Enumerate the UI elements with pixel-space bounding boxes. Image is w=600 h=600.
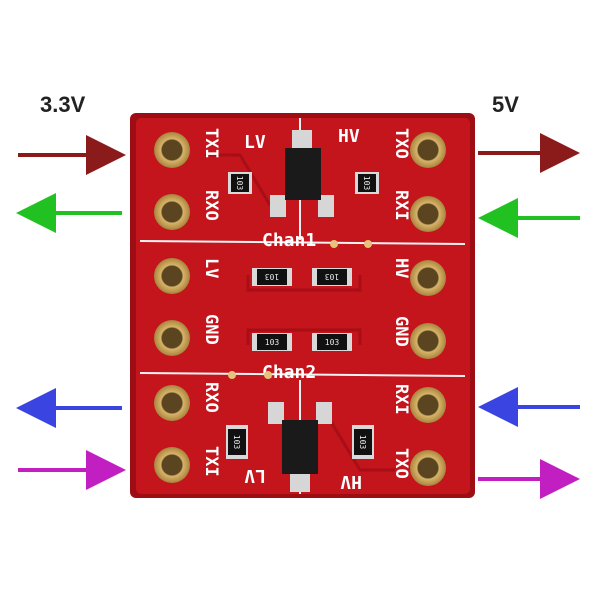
low-voltage-label: 3.3V [40,92,86,117]
silk-txi-bottom: TXI [201,446,221,477]
svg-text:103: 103 [358,435,367,450]
silk-txi-top: TXI [201,128,221,159]
pad-txi-low [154,132,190,168]
transistor-top [270,130,334,217]
pcb-board [130,113,475,498]
resistors: 103 103 103 103 103 103 103 103 [226,172,379,459]
pad-lv [154,258,190,294]
transistor-bottom [268,402,332,492]
silk-hv-bottom: HV [340,471,362,492]
silk-gnd-high: GND [391,316,411,347]
svg-text:103: 103 [265,272,280,281]
pad-txi2-low [154,447,190,483]
pad-rxo2-low [154,385,190,421]
pad-rxi-high [410,196,446,232]
pad-hv [410,260,446,296]
svg-text:103: 103 [265,338,280,347]
svg-text:103: 103 [325,338,340,347]
silk-gnd-low: GND [201,314,221,345]
pad-txo2-high [410,450,446,486]
pad-rxo-low [154,194,190,230]
silk-lv-bottom: LV [244,465,266,486]
silk-rxi-top: RXI [391,190,411,221]
vias [228,240,372,379]
pad-rxi2-high [410,387,446,423]
silk-chan1: Chan1 [262,230,316,251]
silk-hv-mid: HV [391,258,411,278]
svg-text:103: 103 [232,435,241,450]
svg-text:103: 103 [235,176,244,191]
silk-txo-bottom: TXO [391,448,411,479]
pads-left [154,132,190,483]
pad-gnd-high [410,323,446,359]
silkscreen-labels: TXI RXO LV GND RXO TXI TXO RXI HV GND RX… [201,126,411,492]
svg-text:103: 103 [325,272,340,281]
pad-txo-high [410,132,446,168]
silk-rxi-bottom: RXI [391,384,411,415]
high-voltage-label: 5V [492,92,519,117]
silk-rxo-top: RXO [201,190,221,221]
silk-lv-mid: LV [201,258,221,278]
svg-text:103: 103 [362,176,371,191]
silk-rxo-bottom: RXO [201,382,221,413]
pads-right [410,132,446,486]
silk-chan2: Chan2 [262,362,316,383]
silk-lv-top: LV [244,132,266,153]
silk-hv-top: HV [338,126,360,147]
silk-txo-top: TXO [391,128,411,159]
pad-gnd-low [154,320,190,356]
